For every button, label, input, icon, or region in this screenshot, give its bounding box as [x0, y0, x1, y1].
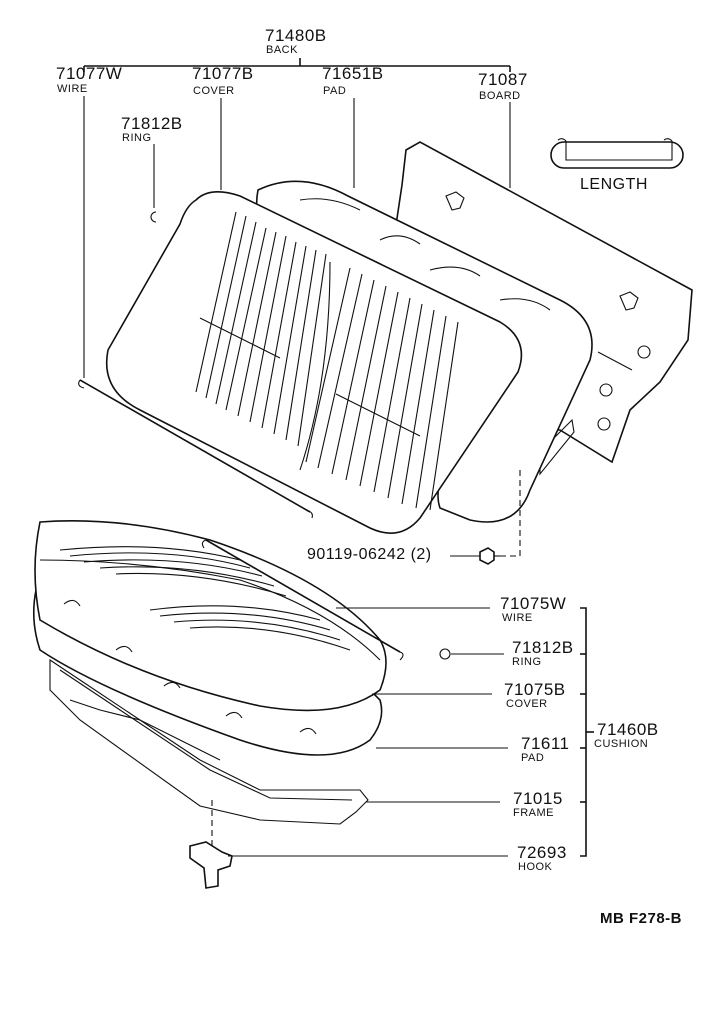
hook-name: HOOK — [518, 861, 553, 873]
back-ring-name: RING — [122, 132, 152, 144]
back-cover-number: 71077B — [192, 64, 254, 83]
cushion-number: 71460B — [597, 720, 659, 739]
back-ring — [150, 211, 157, 223]
seat-cushion — [32, 520, 387, 756]
back-number: 71480B — [265, 26, 327, 45]
back-wire-number: 71077W — [56, 64, 123, 83]
back-ring-number: 71812B — [121, 114, 183, 133]
back-cover — [106, 191, 523, 534]
hook-number: 72693 — [517, 843, 567, 862]
cushion-ring — [439, 648, 451, 660]
cushion-cover-name: COVER — [506, 698, 548, 710]
back-cover-name: COVER — [193, 85, 235, 97]
cushion-bracket — [580, 607, 594, 857]
back-name: BACK — [266, 44, 298, 56]
cushion-leaders — [228, 607, 508, 857]
diagram-code: MB F278-B — [600, 910, 683, 927]
cushion-frame-number: 71015 — [513, 789, 563, 808]
cushion-name: CUSHION — [594, 738, 649, 750]
length-label: LENGTH — [580, 176, 648, 193]
back-board-number: 71087 — [478, 70, 528, 89]
cushion-wire-number: 71075W — [500, 594, 567, 613]
back-pad-number: 71651B — [322, 64, 384, 83]
length-inset — [550, 138, 684, 169]
back-bracket — [83, 58, 511, 72]
cushion-pad-name: PAD — [521, 752, 545, 764]
cushion-wire — [201, 539, 404, 661]
cushion-ring-name: RING — [512, 656, 542, 668]
bolt-number: 90119-06242 (2) — [307, 546, 432, 563]
cushion-frame-name: FRAME — [513, 807, 554, 819]
cushion-pad-number: 71611 — [521, 734, 570, 753]
back-wire-name: WIRE — [57, 83, 88, 95]
cushion-wire-name: WIRE — [502, 612, 533, 624]
bolt-leader — [450, 470, 521, 565]
cushion-ring-number: 71812B — [512, 638, 574, 657]
hook — [189, 800, 233, 889]
cushion-cover-number: 71075B — [504, 680, 566, 699]
back-pad-name: PAD — [323, 85, 347, 97]
back-leaders — [83, 96, 511, 378]
back-board-name: BOARD — [479, 90, 521, 102]
cushion-frame — [49, 658, 369, 825]
back-wire — [78, 379, 313, 519]
